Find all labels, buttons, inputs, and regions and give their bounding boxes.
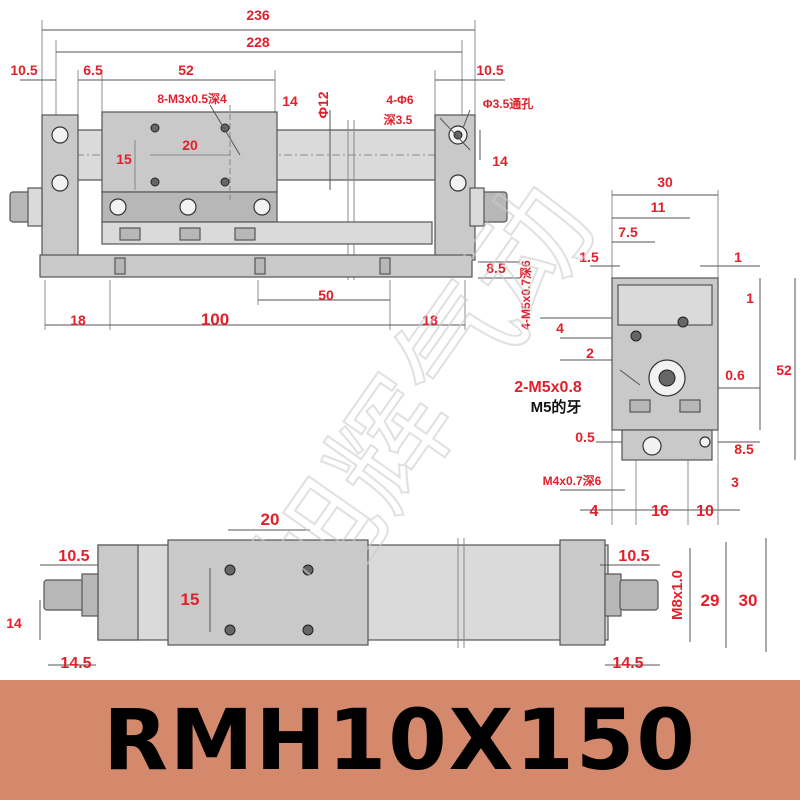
dim-end-block-left: 10.5	[10, 62, 37, 78]
tapped-holes-label: 8-M3x0.5深4	[157, 91, 227, 106]
dim-front-left-block: 10.5	[58, 548, 89, 565]
technical-drawing: 236 228 10.5 6.5 52 10.5 8-M3x0.5深4 14 Φ…	[6, 7, 796, 672]
dim-side-4: 4	[556, 320, 564, 336]
dim-side-1-5: 1.5	[579, 249, 599, 265]
dim-front-left-stub: 14.5	[60, 655, 91, 672]
dim-front-right-block: 10.5	[618, 548, 649, 565]
dim-side-width: 30	[657, 174, 673, 190]
rod-diameter-label: Φ12	[315, 91, 331, 118]
front-view: 20 15 10.5 10.5 14 14.5 14.5 M8x1.0 29 3…	[6, 510, 767, 672]
dim-side-0-6: 0.6	[725, 367, 745, 383]
dim-overall-length: 236	[246, 7, 270, 23]
front-left-stub	[43, 579, 85, 611]
left-end-block	[41, 114, 79, 261]
counterbore-depth-label: 深3.5	[384, 112, 413, 127]
dim-side-bottom-16: 16	[651, 503, 669, 520]
front-slide-table	[167, 539, 369, 646]
dim-side-height: 52	[776, 362, 792, 378]
dim-bottom-right: 18	[422, 312, 438, 328]
dim-base-height: 8.5	[486, 260, 506, 276]
dim-front-height-30: 30	[739, 591, 758, 610]
dim-end-block-right: 10.5	[476, 62, 503, 78]
dim-side-3: 3	[731, 474, 739, 490]
dim-front-left-height: 14	[6, 615, 22, 631]
dim-hole-pitch-x: 20	[182, 137, 198, 153]
dim-side-right-1b: 1	[746, 290, 754, 306]
bottom-tapped-label: 4-M5x0.7深6	[518, 260, 533, 330]
dim-side-right-1: 1	[734, 249, 742, 265]
dim-side-8-5: 8.5	[734, 441, 754, 457]
dim-end-gap-left: 6.5	[83, 62, 103, 78]
model-code: RMH10X150	[103, 691, 697, 789]
front-right-block	[559, 539, 606, 646]
dim-side-2: 2	[586, 345, 594, 361]
model-banner	[0, 680, 800, 800]
dim-bottom-mid: 100	[201, 310, 229, 329]
ports-note: M5的牙	[531, 398, 582, 416]
dim-bottom-left: 18	[70, 312, 86, 328]
side-base	[621, 429, 713, 461]
dim-front-pitch-y: 15	[181, 590, 200, 609]
dim-front-height-29: 29	[701, 591, 720, 610]
slide-table	[101, 111, 278, 193]
dim-right-offset: 14	[492, 153, 508, 169]
dim-side-bottom-10: 10	[696, 503, 714, 520]
through-hole-label: Φ3.5通孔	[483, 96, 534, 111]
side-view: 30 11 7.5 1.5 1 1 52 4 2 2-M5x0.8 M5的牙 0…	[514, 174, 796, 525]
dim-table-length: 52	[178, 62, 194, 78]
counterbore-label: 4-Φ6	[386, 93, 414, 107]
thread-label: M8x1.0	[669, 570, 686, 620]
dim-front-right-stub: 14.5	[612, 655, 643, 672]
dim-side-bottom-4: 4	[590, 503, 599, 520]
top-view: 236 228 10.5 6.5 52 10.5 8-M3x0.5深4 14 Φ…	[9, 7, 534, 330]
dim-side-7-5: 7.5	[618, 224, 638, 240]
dim-table-offset: 14	[282, 93, 298, 109]
bottom-tap-label: M4x0.7深6	[543, 473, 602, 488]
ports-label: 2-M5x0.8	[514, 379, 582, 396]
dim-side-0-5: 0.5	[575, 429, 595, 445]
dim-front-pitch-x: 20	[261, 510, 280, 529]
dim-guide-length: 228	[246, 34, 270, 50]
dim-side-11: 11	[651, 199, 666, 215]
dim-hole-pitch-y: 15	[116, 151, 132, 167]
slider-rail	[101, 221, 433, 245]
dim-bottom-pitch: 50	[318, 287, 334, 303]
front-right-stub	[619, 579, 659, 611]
